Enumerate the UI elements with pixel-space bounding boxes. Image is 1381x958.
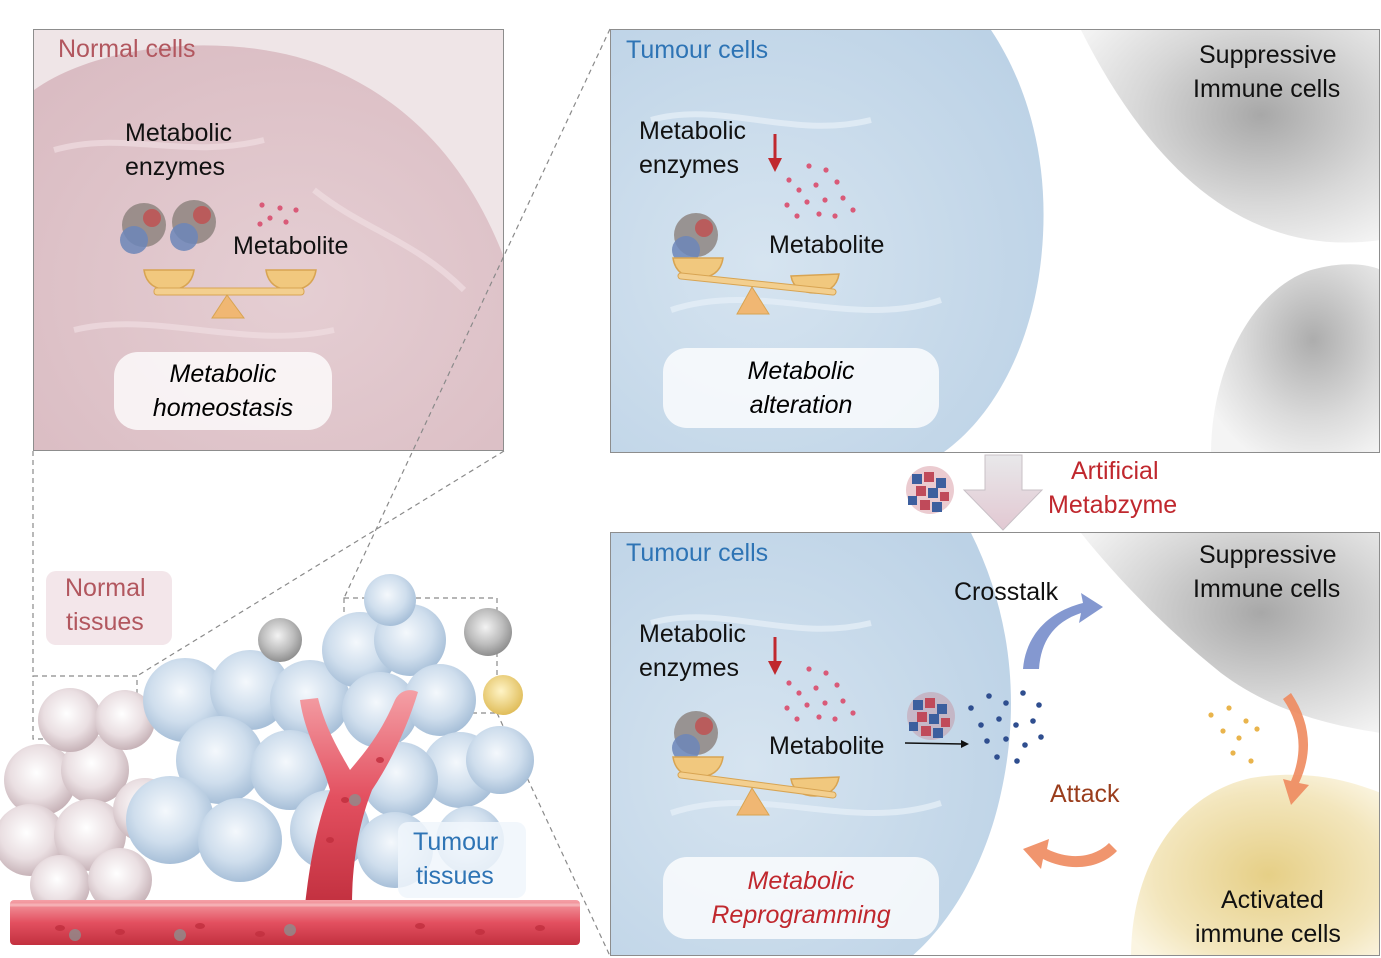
metabolite-dots bbox=[784, 163, 856, 219]
enzymes-label-line1: Metabolic bbox=[125, 119, 232, 147]
metabolite-label: Metabolite bbox=[769, 231, 885, 259]
right-arrow-icon bbox=[904, 740, 969, 748]
state-line2: homeostasis bbox=[152, 394, 294, 422]
suppressive-label-line1: Suppressive bbox=[1199, 41, 1337, 69]
enzymes-label-line1: Metabolic bbox=[639, 117, 746, 145]
down-arrow-icon bbox=[768, 134, 782, 172]
state-line1: Metabolic bbox=[747, 867, 855, 895]
crosstalk-arrow bbox=[1023, 593, 1103, 669]
enzymes-label-line2: enzymes bbox=[639, 151, 740, 179]
tumour-tissues-line2: tissues bbox=[416, 862, 494, 890]
state-line1: Metabolic bbox=[747, 357, 855, 385]
enzyme-protein-icon bbox=[120, 200, 216, 254]
metabolite-label: Metabolite bbox=[769, 732, 885, 760]
panel-title: Tumour cells bbox=[626, 36, 769, 64]
normal-tissues-line1: Normal bbox=[65, 574, 146, 602]
transition-label-line1: Artificial bbox=[1071, 457, 1159, 485]
blood-vessel bbox=[10, 690, 580, 945]
panel-title: Normal cells bbox=[58, 35, 196, 63]
metabolite-dots bbox=[257, 202, 299, 227]
activated-label-line1: Activated bbox=[1221, 886, 1324, 914]
metabzyme-nanoparticle-icon bbox=[907, 692, 955, 740]
activated-label-line2: immune cells bbox=[1195, 920, 1341, 948]
tumour-cell-background bbox=[611, 533, 1379, 955]
suppression-arrow bbox=[1283, 693, 1309, 805]
state-badge: Metabolic Reprogramming bbox=[663, 857, 939, 939]
enzyme-protein-icon bbox=[672, 213, 718, 264]
suppressive-label-line1: Suppressive bbox=[1199, 541, 1337, 569]
enzyme-balance-graphic bbox=[120, 200, 317, 319]
suppressive-label-line2: Immune cells bbox=[1193, 75, 1341, 103]
state-badge: Metabolic homeostasis bbox=[114, 352, 332, 430]
cytokine-dots bbox=[1208, 705, 1260, 764]
down-arrow-icon bbox=[768, 637, 782, 675]
crosstalk-label: Crosstalk bbox=[954, 578, 1059, 606]
tumour-tissues-badge bbox=[398, 822, 526, 898]
state-line1: Metabolic bbox=[169, 360, 277, 388]
attack-label: Attack bbox=[1050, 780, 1120, 808]
tumour-cells-cluster bbox=[126, 574, 534, 888]
enzymes-label-line2: enzymes bbox=[125, 153, 226, 181]
enzyme-protein-icon bbox=[672, 711, 718, 762]
attack-arrow bbox=[1023, 839, 1117, 869]
tumour-cell-background bbox=[611, 30, 1379, 452]
tumour-cells-panel-bottom: Tumour cells Suppressive Immune cells Cr… bbox=[610, 532, 1380, 956]
state-line2: Reprogramming bbox=[711, 901, 891, 929]
tumour-tissues-line1: Tumour bbox=[413, 828, 499, 856]
tumour-cells-panel-top: Tumour cells Suppressive Immune cells Me… bbox=[610, 29, 1380, 453]
enzyme-balance-graphic bbox=[672, 134, 856, 315]
normal-tissues-line2: tissues bbox=[66, 608, 144, 636]
normal-cells-cluster bbox=[0, 688, 177, 915]
normal-tissues-badge bbox=[46, 571, 172, 645]
converted-metabolite-dots bbox=[968, 690, 1044, 764]
transition-label-line2: Metabzyme bbox=[1048, 491, 1178, 519]
metabolite-label: Metabolite bbox=[233, 232, 349, 260]
normal-cells-panel: Normal cells Metabolic enzymes Metabolit… bbox=[33, 29, 504, 451]
enzyme-balance-graphic bbox=[672, 637, 1044, 816]
suppressive-label-line2: Immune cells bbox=[1193, 575, 1341, 603]
metabolite-dots bbox=[784, 666, 856, 722]
normal-cell-background bbox=[34, 45, 503, 450]
enzymes-label-line1: Metabolic bbox=[639, 620, 746, 648]
state-line2: alteration bbox=[749, 391, 853, 419]
panel-title: Tumour cells bbox=[626, 539, 769, 567]
enzymes-label-line2: enzymes bbox=[639, 654, 740, 682]
state-badge: Metabolic alteration bbox=[663, 348, 939, 428]
